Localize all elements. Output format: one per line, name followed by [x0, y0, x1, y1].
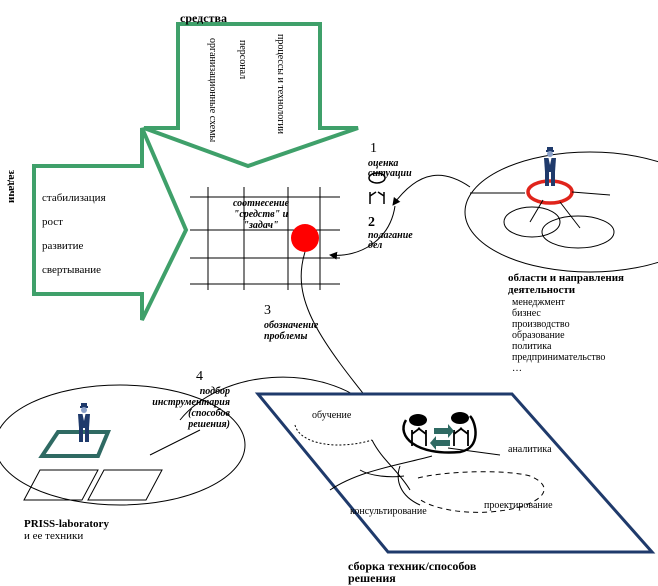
step-2-line1: полагание	[368, 230, 413, 241]
step-2-line2: дел	[368, 240, 383, 251]
matrix-label-3: "задач"	[243, 220, 279, 231]
arrow-to-matrix	[329, 205, 396, 260]
assembly-lines	[294, 415, 545, 513]
lab-sketch	[0, 384, 246, 506]
matrix-label-2: "средств" и	[233, 209, 289, 220]
lab-title: PRISS-laboratory	[24, 518, 109, 530]
step-4-number: 4	[196, 369, 203, 384]
assembly-caption-2: решения	[348, 571, 396, 585]
matrix-label-1: соотнесение	[232, 198, 290, 209]
areas-item-3: производство	[512, 319, 570, 330]
areas-item-6: предпринимательство	[512, 352, 606, 363]
means-item-1: организационные схемы	[207, 38, 218, 143]
step-3-number: 3	[264, 303, 271, 318]
step-4-line4: решения)	[188, 419, 230, 430]
matrix-grid	[190, 187, 340, 290]
assembly-figures	[409, 412, 469, 446]
means-arrow	[143, 22, 359, 169]
tasks-title: задачи	[6, 170, 18, 204]
assembly-caption-1: сборка техник/способов	[348, 559, 477, 573]
label-consulting: консультирование	[350, 506, 427, 517]
step-4-line3: (способов	[188, 408, 230, 419]
step-1-line1: оценка	[368, 158, 399, 169]
areas-item-2: бизнес	[512, 308, 541, 319]
step-3-line1: обозначение	[264, 320, 319, 331]
areas-item-7: …	[512, 363, 522, 374]
arrow-matrix-to-assembly	[300, 251, 379, 413]
means-item-2: персонал	[237, 40, 248, 80]
areas-lines	[470, 191, 611, 229]
step-4-line1: подбор	[199, 386, 230, 397]
step-3-line2: проблемы	[264, 331, 308, 342]
areas-item-4: образование	[512, 330, 565, 341]
tasks-arrow	[32, 127, 189, 321]
areas-title-1: области и направления	[508, 272, 624, 284]
problem-dot	[291, 224, 319, 252]
arrow-areas-to-step1	[392, 174, 471, 206]
step-1-number: 1	[370, 141, 377, 156]
areas-sketch	[464, 151, 658, 273]
step-4-line2: инструментария	[152, 397, 230, 408]
tasks-item-3: развитие	[42, 240, 84, 252]
label-analytics: аналитика	[508, 444, 552, 455]
lab-platform	[38, 430, 111, 458]
lab-person-icon	[78, 403, 90, 442]
exchange-arrows-icon	[430, 424, 454, 450]
lab-subtitle: и ее техники	[24, 530, 84, 542]
means-item-3: процессы и технологии	[275, 34, 286, 135]
step-2-number: 2	[368, 215, 375, 230]
areas-title-2: деятельности	[508, 284, 576, 296]
tasks-item-4: свертывание	[42, 264, 102, 276]
label-training: обучение	[312, 410, 352, 421]
areas-item-5: политика	[512, 341, 552, 352]
means-title: средства	[180, 11, 227, 25]
step-1-line2: ситуации	[368, 168, 412, 179]
tasks-item-1: стабилизация	[42, 192, 106, 204]
areas-focus-ring	[526, 179, 574, 205]
label-design: проектирование	[484, 500, 553, 511]
tasks-item-2: рост	[42, 216, 63, 228]
situation-icon	[368, 172, 386, 204]
areas-item-1: менеджмент	[512, 297, 565, 308]
